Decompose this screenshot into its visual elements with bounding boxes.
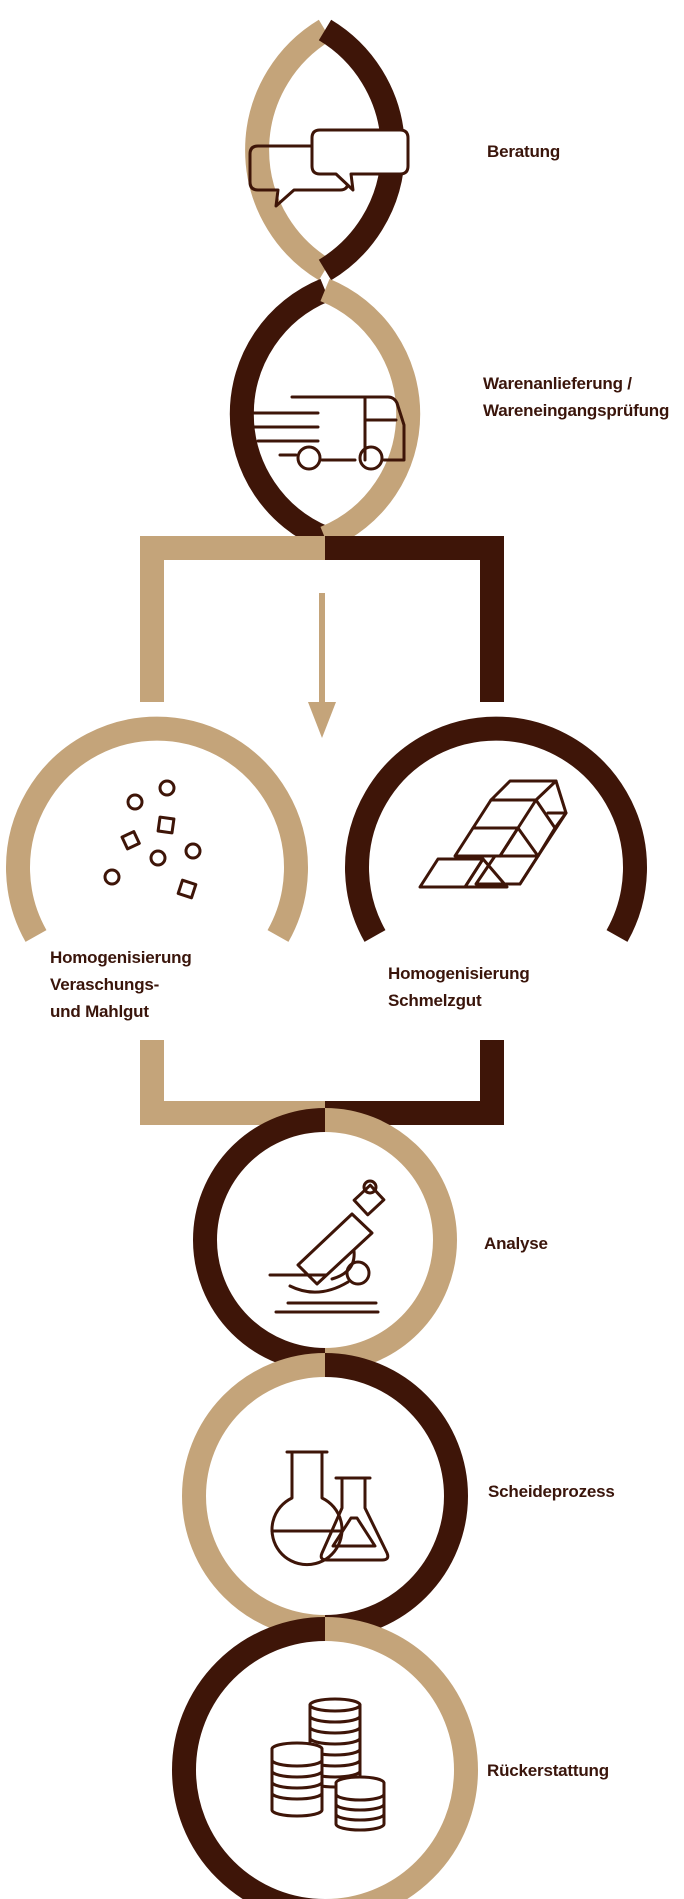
step-ring-ash-material	[6, 716, 308, 942]
step-ring-analysis-left	[193, 1108, 326, 1372]
step-ring-refund-right	[324, 1617, 478, 1899]
merge-right-connector	[325, 1040, 504, 1125]
granules-icon	[103, 779, 202, 900]
branch-right-connector	[325, 536, 504, 702]
step-label-analyse: Analyse	[484, 1234, 548, 1253]
step-label-scheideprozess: Scheideprozess	[488, 1482, 615, 1501]
step-label-rueckerstattung: Rückerstattung	[487, 1761, 609, 1780]
lab-flasks-icon	[270, 1450, 390, 1567]
gold-bars-icon	[418, 779, 568, 889]
step-ring-delivery-right	[320, 278, 421, 550]
step-ring-melt-material	[345, 716, 647, 942]
step-ring-refining-left	[182, 1353, 326, 1639]
coin-stacks-icon	[270, 1697, 386, 1832]
step-label-homogenisierung-schmelzgut: Homogenisierung Schmelzgut	[388, 964, 530, 1010]
step-ring-delivery-left	[229, 278, 330, 550]
step-ring-analysis-right	[324, 1108, 457, 1372]
down-arrow-icon	[308, 593, 336, 738]
delivery-truck-icon	[238, 395, 406, 471]
step-label-homogenisierung-veraschung: Homogenisierung Veraschungs- und Mahlgut	[50, 948, 192, 1021]
step-ring-refund-left	[172, 1617, 326, 1899]
step-ring-consulting-left	[245, 19, 332, 281]
step-label-warenanlieferung: Warenanlieferung / Wareneingangsprüfung	[483, 374, 670, 420]
microscope-icon	[268, 1179, 386, 1314]
branch-left-connector	[140, 536, 325, 702]
speech-bubbles-icon	[248, 128, 410, 208]
step-ring-refining-right	[324, 1353, 468, 1639]
merge-left-connector	[140, 1040, 325, 1125]
step-label-beratung: Beratung	[487, 142, 561, 161]
